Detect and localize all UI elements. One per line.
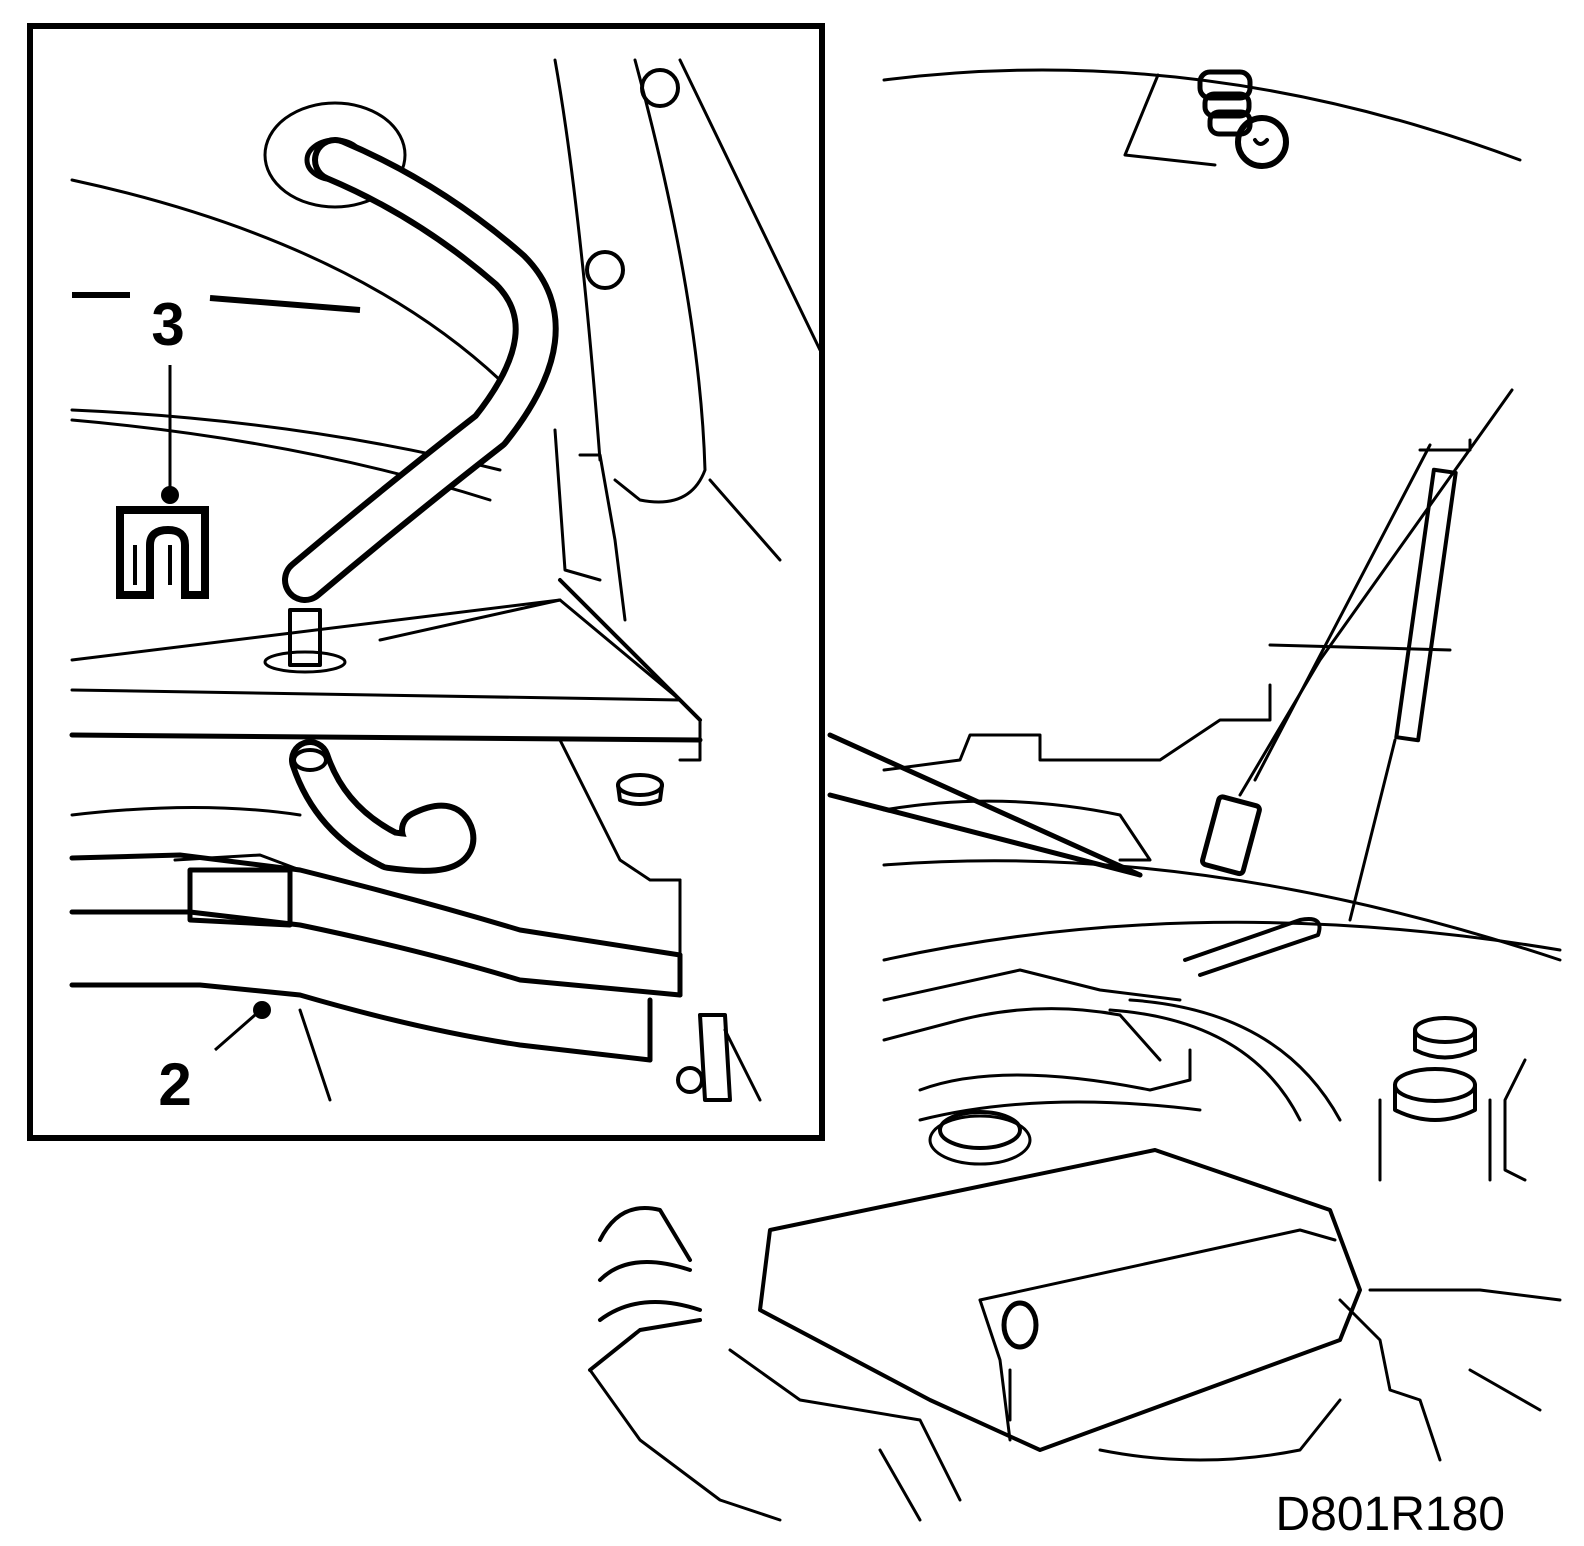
figure-id: D801R180 (1276, 1488, 1506, 1541)
reservoir-cap-small (1413, 1016, 1477, 1060)
mounting-nut (616, 773, 664, 806)
connector-bracket (676, 1013, 762, 1102)
detail-inset: 3 2 (27, 23, 825, 1141)
reservoir-cap-large (1378, 1067, 1492, 1182)
hose-clip-icon (116, 506, 209, 599)
bonnet-bump-stop (1197, 69, 1289, 169)
callout-2: 2 (158, 1001, 271, 1118)
washer-hose-lower (289, 739, 477, 874)
washer-jet-stub (263, 608, 347, 674)
hose-pair (69, 852, 683, 1063)
engine-bay-overview (588, 68, 1562, 1522)
washer-hose-upper (282, 137, 559, 603)
callout-3: 3 (72, 291, 361, 504)
intake-duct (588, 1206, 962, 1522)
bonnet-gas-strut (1238, 388, 1514, 922)
callout-2-label: 2 (158, 1051, 191, 1118)
engine-cover (758, 1148, 1362, 1452)
callout-3-label: 3 (151, 291, 184, 358)
washer-connector (1200, 794, 1262, 877)
